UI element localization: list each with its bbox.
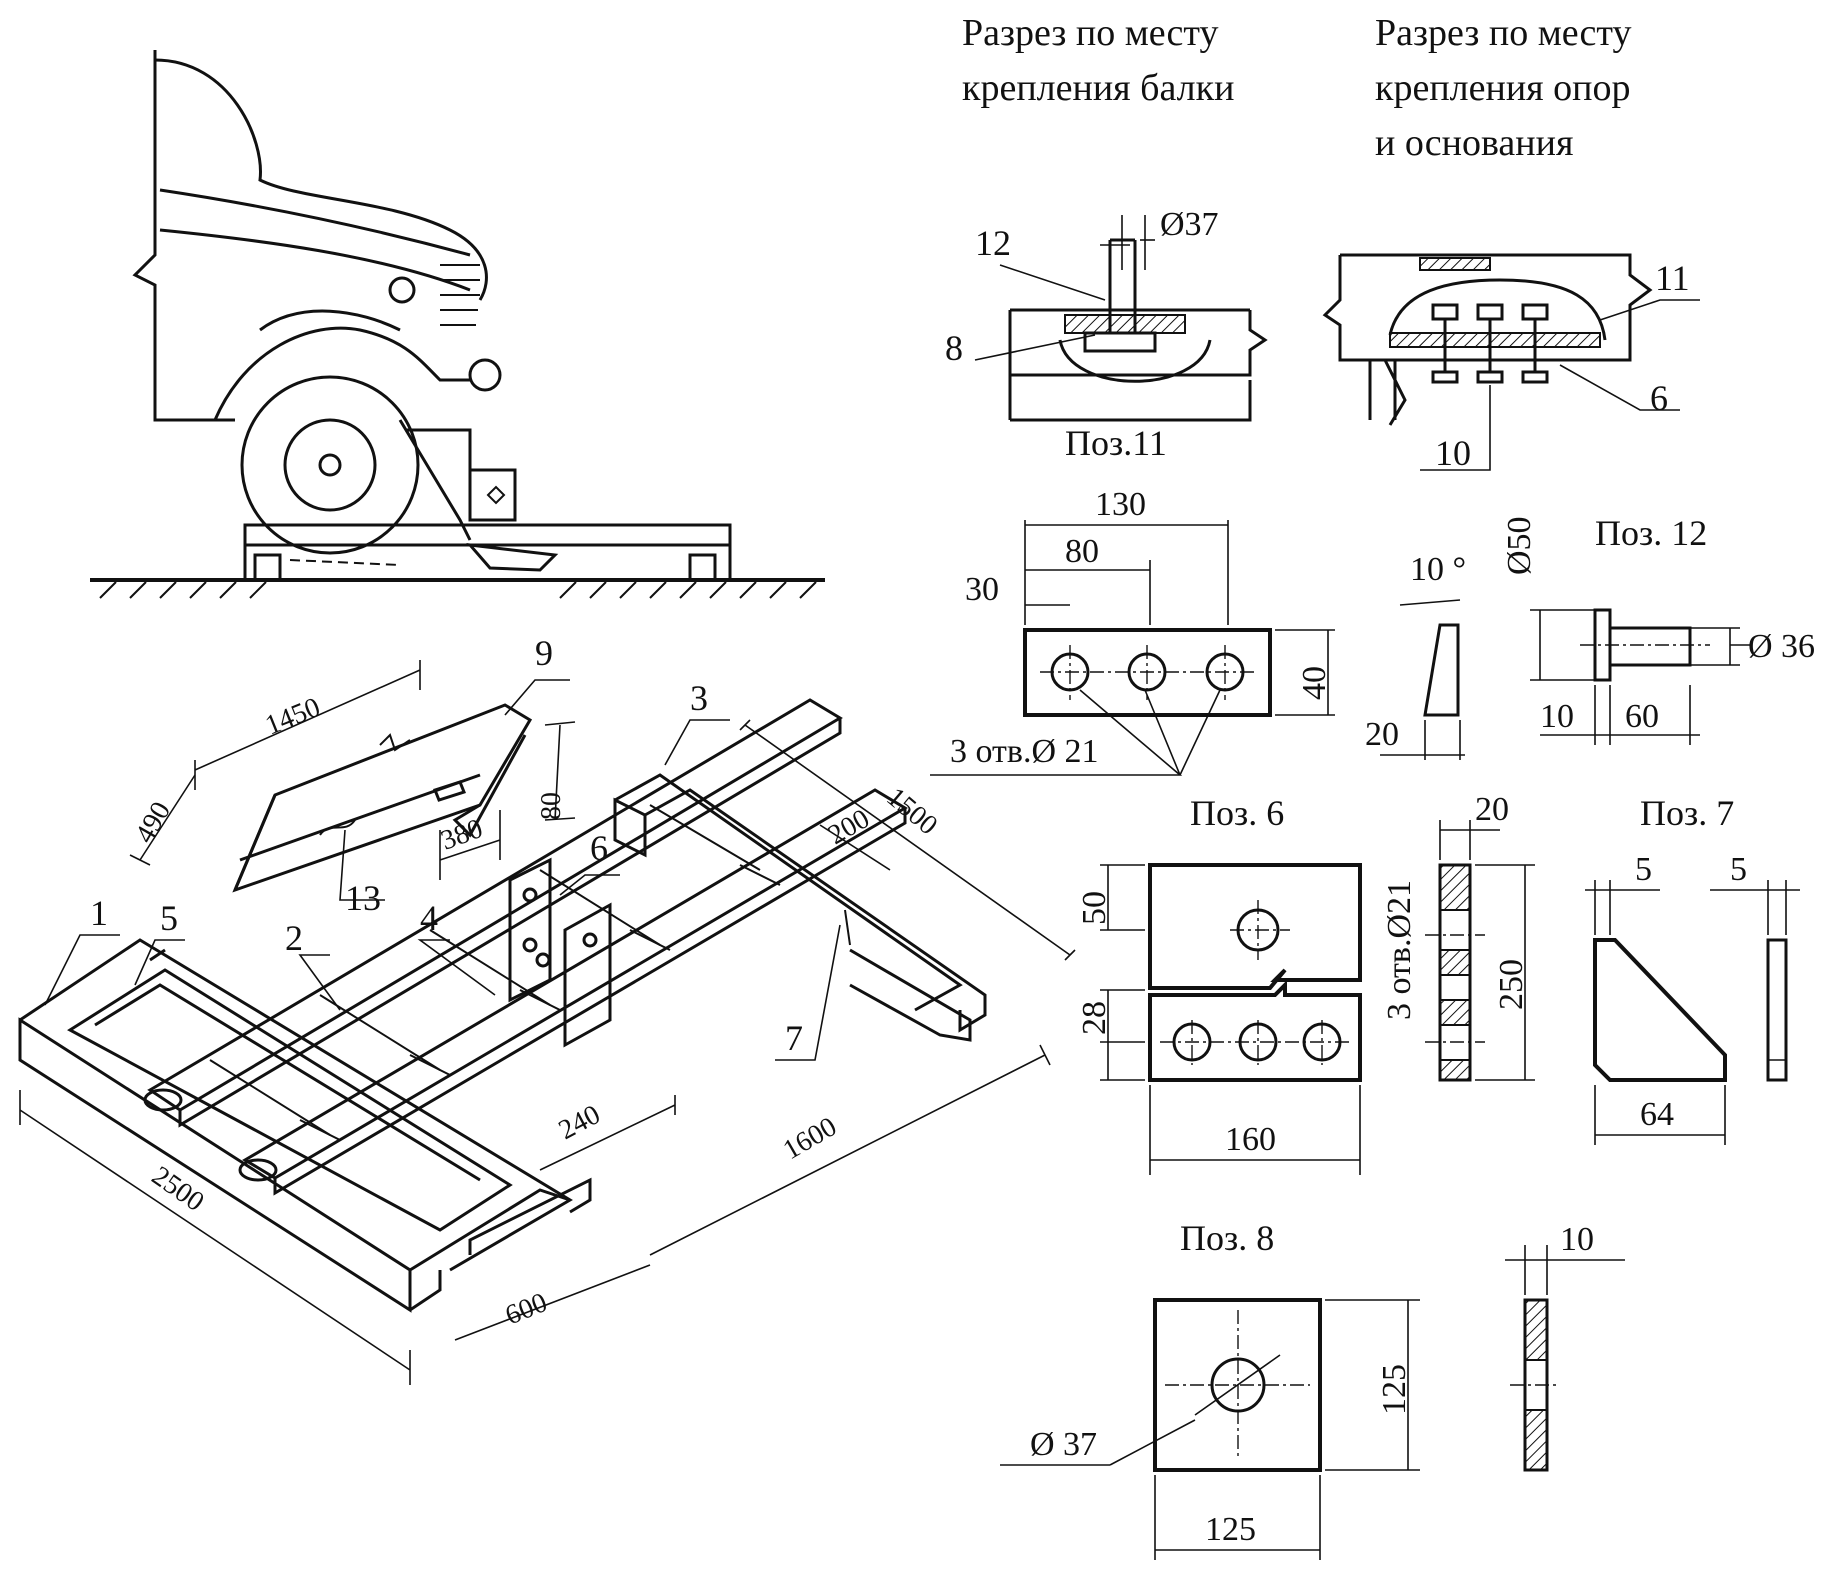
dim-1450: 1450 [261,692,325,742]
pos-8-plate: Поз. 8 125 125 Ø 37 10 [1000,1218,1625,1560]
header-supports-line1: Разрез по месту [1375,12,1632,54]
callout-6: 6 [590,828,608,868]
dim-p11-130: 130 [1095,486,1146,523]
dim-p7-5b: 5 [1730,851,1747,888]
dim-p6-holes: 3 отв.Ø21 [1381,880,1418,1020]
dim-p11-holes: 3 отв.Ø 21 [950,733,1099,770]
pos-6-plate: Поз. 6 50 28 160 20 250 3 отв.Ø21 [1076,791,1535,1175]
callout-1: 1 [90,893,108,933]
callout-12-section: 12 [975,223,1011,263]
callout-5: 5 [160,898,178,938]
callout-8-section: 8 [945,328,963,368]
dim-p7-5a: 5 [1635,851,1652,888]
pos-12-label: Поз. 12 [1595,513,1707,553]
callout-13: 13 [345,878,381,918]
dim-p12-d50: Ø50 [1501,516,1538,575]
dim-p11-40: 40 [1296,666,1333,700]
truck-side-view [90,50,825,599]
callout-7: 7 [785,1018,803,1058]
stand-isometric [18,698,987,1313]
section-beam-attachment: Ø37 12 8 Поз.11 [945,206,1268,463]
callout-3: 3 [690,678,708,718]
dim-2500: 2500 [146,1160,210,1218]
header-beam-line1: Разрез по месту [962,12,1219,54]
dim-p6-50: 50 [1076,891,1113,925]
dim-p7-64: 64 [1640,1096,1674,1133]
section-headers: Разрез по месту крепления балки Разрез п… [962,12,1632,164]
callouts-isometric: 1 5 2 4 6 3 7 9 13 [44,633,841,1061]
dim-p8-125v: 125 [1376,1364,1413,1415]
pos-12-bolt: Поз. 12 Ø50 Ø 36 10 60 [1501,513,1815,745]
dim-p12-10: 10 [1540,698,1574,735]
dim-600: 600 [501,1287,552,1331]
callout-4: 4 [420,898,438,938]
callout-2: 2 [285,918,303,958]
dim-p12-60: 60 [1625,698,1659,735]
pos-11-label: Поз.11 [1065,423,1167,463]
dim-p6-250: 250 [1493,959,1530,1010]
header-beam-line2: крепления балки [962,67,1234,109]
header-supports-line2: крепления опор [1375,67,1630,109]
callout-6-section: 6 [1650,378,1668,418]
dim-p8-phi37: Ø 37 [1030,1426,1097,1463]
callout-10-section: 10 [1435,433,1471,473]
pos-7-label: Поз. 7 [1640,793,1734,833]
dim-p12-d36: Ø 36 [1748,628,1815,665]
dim-p6-160: 160 [1225,1121,1276,1158]
dim-wedge-20: 20 [1365,716,1399,753]
dim-p6-20: 20 [1475,791,1509,828]
dim-p8-10: 10 [1560,1221,1594,1258]
pos-11-plate: 130 80 30 40 3 отв.Ø 21 [930,486,1335,776]
dim-p6-28: 28 [1076,1001,1113,1035]
pos-8-label: Поз. 8 [1180,1218,1274,1258]
dim-p11-30: 30 [965,571,999,608]
dim-phi37-section: Ø37 [1160,206,1219,243]
dim-p11-80: 80 [1065,533,1099,570]
dim-240: 240 [554,1099,606,1146]
pos-7-gusset: Поз. 7 5 64 5 [1585,793,1800,1145]
dim-490: 490 [129,797,177,849]
dim-wedge-10deg: 10 ° [1410,551,1466,588]
callout-9: 9 [535,633,553,673]
wedge-detail: 10 ° 20 [1365,551,1466,760]
section-supports-attachment: 11 6 10 [1322,253,1700,473]
pos-6-label: Поз. 6 [1190,793,1284,833]
dim-80: 80 [536,792,567,820]
dim-1600: 1600 [778,1111,842,1166]
callout-11-section: 11 [1655,258,1690,298]
header-supports-line3: и основания [1375,122,1573,164]
dim-p8-125h: 125 [1205,1511,1256,1548]
